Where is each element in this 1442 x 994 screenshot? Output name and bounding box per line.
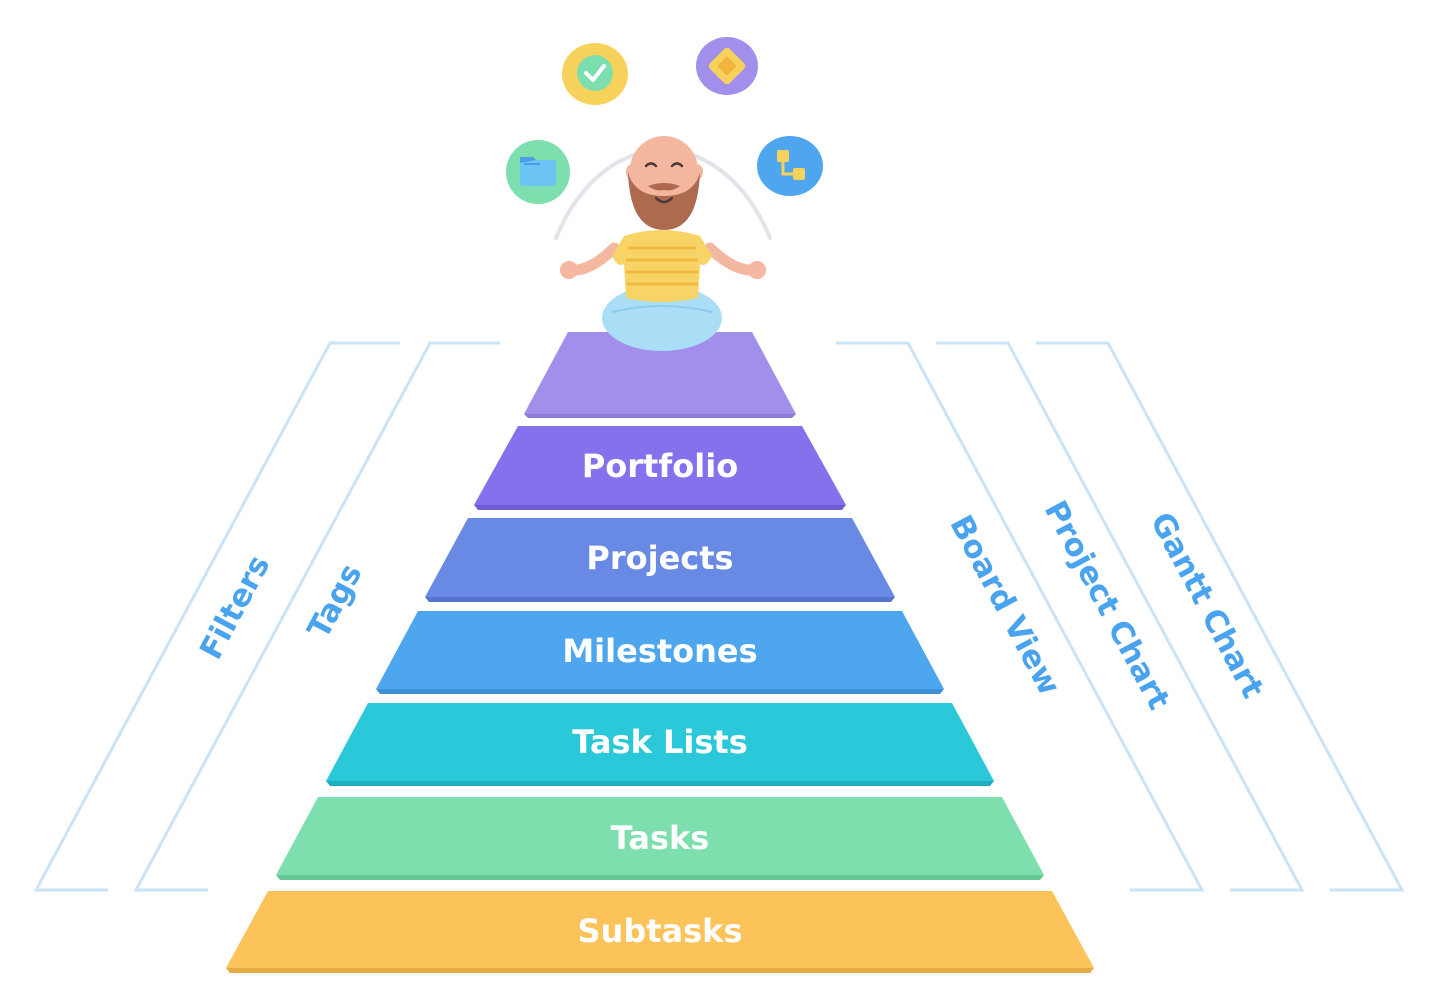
pyramid-tier-subtasks: Subtasks	[226, 891, 1094, 973]
pyramid-tier-portfolio: Portfolio	[474, 426, 846, 510]
pyramid-tier-tasks: Tasks	[276, 797, 1044, 880]
gantt-chart-bracket	[1036, 341, 1405, 892]
project-chart-bracket	[936, 341, 1305, 892]
torso	[612, 230, 712, 302]
tier-shape	[226, 891, 1094, 968]
tier-shape	[276, 797, 1044, 875]
filters-bracket	[33, 341, 400, 892]
tier-shadow	[276, 875, 1044, 880]
tier-shape	[376, 611, 944, 689]
legs	[602, 285, 722, 351]
tier-shape	[326, 703, 994, 781]
milestones-label: Milestones	[562, 632, 757, 670]
tier-shape	[425, 518, 895, 597]
tasks-label: Tasks	[611, 819, 710, 857]
checkmark-icon	[562, 43, 628, 105]
diamond-icon	[696, 37, 758, 95]
tags-label: Tags	[301, 558, 370, 644]
pyramid-tier-top	[524, 332, 796, 418]
tier-shape	[474, 426, 846, 505]
pyramid-tier-milestones: Milestones	[376, 611, 944, 694]
meditating-person-illustration	[560, 136, 766, 351]
subtasks-label: Subtasks	[578, 912, 743, 950]
pyramid-tier-task-lists: Task Lists	[326, 703, 994, 786]
tags-bracket	[133, 341, 500, 892]
board-view-bracket	[836, 341, 1205, 892]
tier-shadow	[425, 597, 895, 602]
portfolio-label: Portfolio	[582, 447, 738, 485]
tier-shape	[524, 332, 796, 414]
tier-shadow	[524, 414, 796, 418]
head	[630, 136, 698, 204]
tier-shadow	[376, 689, 944, 694]
task-lists-label: Task Lists	[572, 723, 748, 761]
projects-label: Projects	[586, 539, 733, 577]
pyramid-tier-projects: Projects	[425, 518, 895, 602]
pyramid: Portfolio Projects Milestones Task Lists…	[226, 332, 1094, 973]
tier-shadow	[474, 505, 846, 510]
tier-shadow	[326, 781, 994, 786]
folder-icon	[506, 140, 570, 204]
tier-shadow	[226, 968, 1094, 973]
hierarchy-icon	[757, 136, 823, 196]
